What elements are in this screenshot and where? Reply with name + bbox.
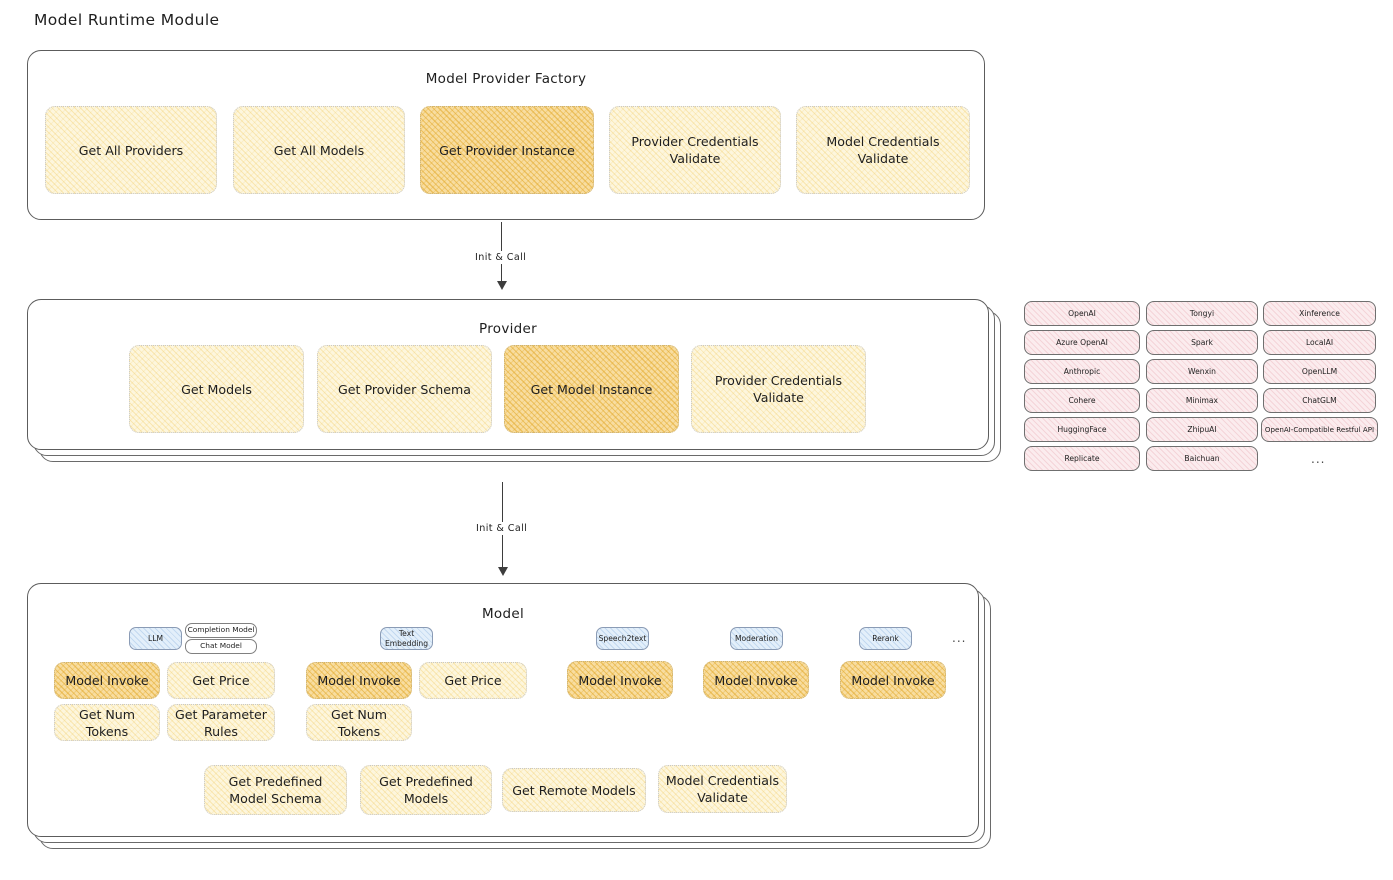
model-node-get-predefined-models[interactable]: Get Predefined Models [360, 765, 492, 815]
arrow-factory-to-provider-head [497, 281, 507, 290]
model-badge-rerank[interactable]: Rerank [859, 627, 912, 650]
model-node-llm-get-parameter-rules[interactable]: Get Parameter Rules [167, 704, 275, 741]
model-node-llm-model-invoke[interactable]: Model Invoke [54, 662, 160, 699]
model-node-llm-get-price[interactable]: Get Price [167, 662, 275, 699]
provider-pill-baichuan[interactable]: Baichuan [1146, 446, 1258, 471]
provider-pill-minimax[interactable]: Minimax [1146, 388, 1258, 413]
provider-pill-anthropic[interactable]: Anthropic [1024, 359, 1140, 384]
model-node-moderation-model-invoke[interactable]: Model Invoke [703, 661, 809, 699]
model-badge-llm[interactable]: LLM [129, 627, 182, 650]
model-node-model-credentials-validate[interactable]: Model Credentials Validate [658, 765, 787, 813]
model-badge-completion-model[interactable]: Completion Model [185, 623, 257, 638]
provider-pill-replicate[interactable]: Replicate [1024, 446, 1140, 471]
model-node-speech2text-model-invoke[interactable]: Model Invoke [567, 661, 673, 699]
provider-pill-openai-compatible-restful-api[interactable]: OpenAI-Compatible Restful API [1261, 417, 1378, 442]
model-groups-more-ellipsis: ... [952, 631, 967, 645]
model-provider-factory-title: Model Provider Factory [425, 71, 587, 87]
provider-pill-spark[interactable]: Spark [1146, 330, 1258, 355]
provider-node-get-models[interactable]: Get Models [129, 345, 304, 433]
model-title: Model [481, 606, 525, 622]
arrow-provider-to-model-label: Init & Call [471, 522, 533, 535]
provider-node-get-model-instance[interactable]: Get Model Instance [504, 345, 679, 433]
model-node-llm-get-num-tokens[interactable]: Get Num Tokens [54, 704, 160, 741]
model-badge-chat-model[interactable]: Chat Model [185, 639, 257, 654]
model-badge-text-embedding[interactable]: Text Embedding [380, 627, 433, 650]
model-badge-speech2text[interactable]: Speech2text [596, 627, 649, 650]
factory-node-get-all-providers[interactable]: Get All Providers [45, 106, 217, 194]
model-node-get-remote-models[interactable]: Get Remote Models [502, 768, 646, 812]
arrow-provider-to-model-head [498, 567, 508, 576]
provider-pill-cohere[interactable]: Cohere [1024, 388, 1140, 413]
factory-node-get-provider-instance[interactable]: Get Provider Instance [420, 106, 594, 194]
page-title: Model Runtime Module [34, 11, 220, 29]
factory-node-model-credentials-validate[interactable]: Model Credentials Validate [796, 106, 970, 194]
provider-pill-localai[interactable]: LocalAI [1263, 330, 1376, 355]
model-node-text-embedding-get-num-tokens[interactable]: Get Num Tokens [306, 704, 412, 741]
model-node-rerank-model-invoke[interactable]: Model Invoke [840, 661, 946, 699]
provider-pill-openllm[interactable]: OpenLLM [1263, 359, 1376, 384]
arrow-factory-to-provider-label: Init & Call [470, 251, 532, 264]
factory-node-provider-credentials-validate[interactable]: Provider Credentials Validate [609, 106, 781, 194]
factory-node-get-all-models[interactable]: Get All Models [233, 106, 405, 194]
provider-pill-azure-openai[interactable]: Azure OpenAI [1024, 330, 1140, 355]
provider-pill-zhipuai[interactable]: ZhipuAI [1146, 417, 1258, 442]
provider-list-more-ellipsis: ... [1311, 452, 1326, 466]
model-badge-moderation[interactable]: Moderation [730, 627, 783, 650]
provider-node-provider-credentials-validate[interactable]: Provider Credentials Validate [691, 345, 866, 433]
model-node-text-embedding-get-price[interactable]: Get Price [419, 662, 527, 699]
provider-pill-tongyi[interactable]: Tongyi [1146, 301, 1258, 326]
provider-pill-chatglm[interactable]: ChatGLM [1263, 388, 1376, 413]
provider-pill-openai[interactable]: OpenAI [1024, 301, 1140, 326]
model-node-get-predefined-model-schema[interactable]: Get Predefined Model Schema [204, 765, 347, 815]
provider-pill-xinference[interactable]: Xinference [1263, 301, 1376, 326]
provider-pill-wenxin[interactable]: Wenxin [1146, 359, 1258, 384]
provider-pill-huggingface[interactable]: HuggingFace [1024, 417, 1140, 442]
model-node-text-embedding-model-invoke[interactable]: Model Invoke [306, 662, 412, 699]
provider-node-get-provider-schema[interactable]: Get Provider Schema [317, 345, 492, 433]
provider-title: Provider [479, 321, 537, 337]
